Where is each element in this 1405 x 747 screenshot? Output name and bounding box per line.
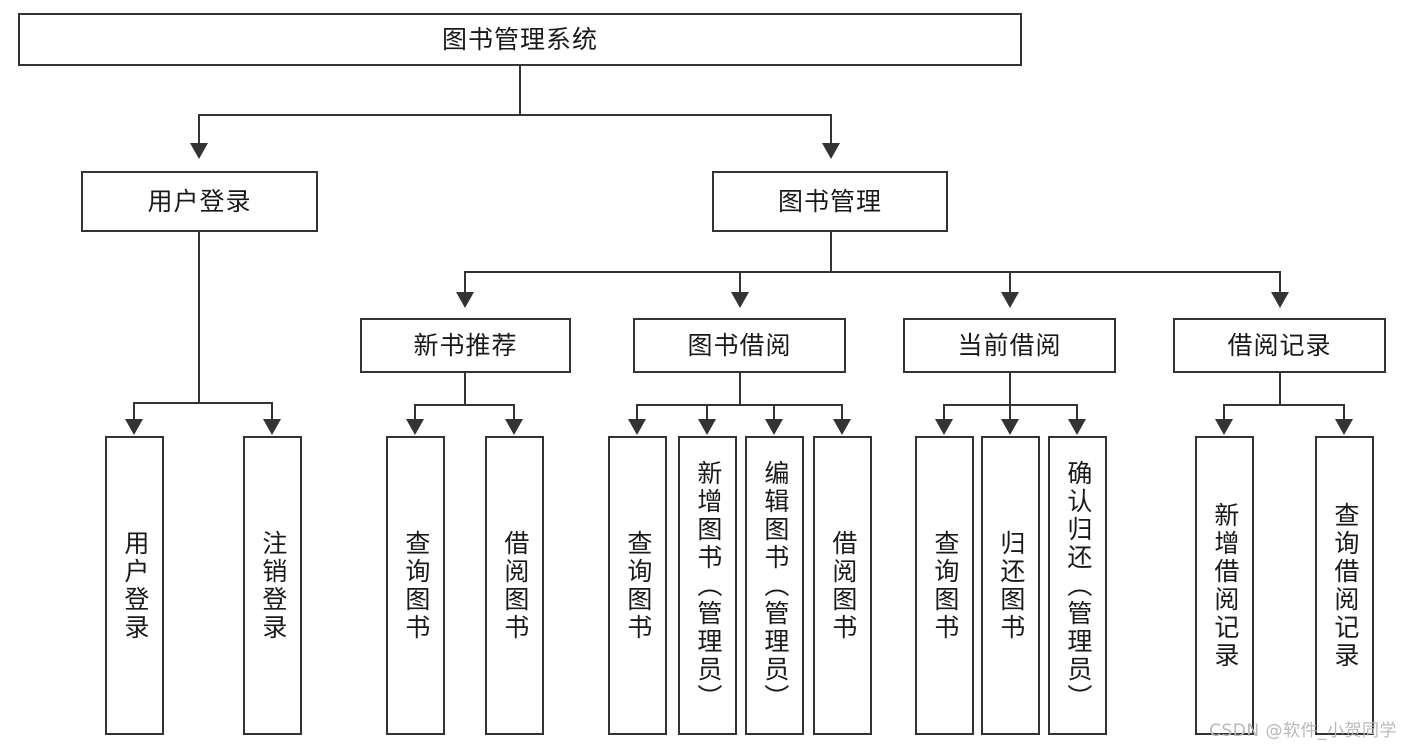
watermark-text: CSDN @软件_小贺同学 <box>1209 721 1397 741</box>
leaf-bb-edit-book-admin[interactable]: 编辑图书（管理员） <box>745 436 804 735</box>
node-label: 确认归还（管理员） <box>1063 459 1093 712</box>
edge-user-login-stem <box>198 232 200 403</box>
leaf-nbr-query-book[interactable]: 查询图书 <box>386 436 445 735</box>
arrowhead-br-leaf-1 <box>1215 419 1233 435</box>
arrowhead-book-borrow <box>731 292 749 308</box>
node-label: 查询借阅记录 <box>1330 501 1360 670</box>
leaf-br-query-record[interactable]: 查询借阅记录 <box>1315 436 1374 735</box>
edge-bb-drop-1 <box>636 404 638 420</box>
arrowhead-leaf-user-login <box>125 419 143 435</box>
edge-level3-bus <box>464 271 1280 273</box>
leaf-bb-query-book[interactable]: 查询图书 <box>608 436 667 735</box>
edge-book-management-stem <box>830 232 832 272</box>
node-label: 编辑图书（管理员） <box>760 459 790 712</box>
arrowhead-bb-leaf-4 <box>833 419 851 435</box>
edge-root-to-user-login <box>198 114 200 144</box>
edge-current-borrow-stem <box>1009 373 1011 405</box>
edge-root-stem <box>519 66 521 115</box>
edge-cb-drop-1 <box>943 404 945 420</box>
arrowhead-nbr-leaf-1 <box>406 419 424 435</box>
edge-root-bus <box>198 114 832 116</box>
arrowhead-cb-leaf-2 <box>1001 419 1019 435</box>
arrowhead-bb-leaf-3 <box>765 419 783 435</box>
node-root-book-management-system[interactable]: 图书管理系统 <box>18 13 1022 66</box>
node-label: 图书管理系统 <box>441 24 598 54</box>
node-label: 查询图书 <box>401 529 431 642</box>
edge-drop-borrow-record <box>1279 271 1281 293</box>
arrowhead-cb-leaf-1 <box>935 419 953 435</box>
edge-borrow-record-stem <box>1279 373 1281 405</box>
edge-bb-drop-3 <box>773 404 775 420</box>
node-label: 借阅记录 <box>1227 330 1332 360</box>
node-new-book-recommend[interactable]: 新书推荐 <box>360 318 571 373</box>
leaf-bb-borrow-book[interactable]: 借阅图书 <box>813 436 872 735</box>
node-book-management[interactable]: 图书管理 <box>712 171 948 232</box>
edge-user-login-drop-1 <box>133 402 135 420</box>
arrowhead-bb-leaf-1 <box>628 419 646 435</box>
leaf-bb-add-book-admin[interactable]: 新增图书（管理员） <box>678 436 737 735</box>
node-current-borrow[interactable]: 当前借阅 <box>903 318 1116 373</box>
node-label: 查询图书 <box>930 529 960 642</box>
arrowhead-br-leaf-2 <box>1335 419 1353 435</box>
node-label: 新书推荐 <box>413 330 518 360</box>
leaf-cb-confirm-return-admin[interactable]: 确认归还（管理员） <box>1048 436 1107 735</box>
node-label: 用户登录 <box>147 186 252 216</box>
arrowhead-leaf-logout <box>263 419 281 435</box>
edge-user-login-bus <box>133 402 271 404</box>
edge-root-to-book-management <box>830 114 832 144</box>
node-label: 图书管理 <box>777 186 882 216</box>
arrowhead-book-management <box>822 143 840 159</box>
edge-br-drop-2 <box>1343 404 1345 420</box>
node-label: 借阅图书 <box>828 529 858 642</box>
node-label: 新增图书（管理员） <box>693 459 723 712</box>
edge-nbr-drop-2 <box>513 404 515 420</box>
node-label: 新增借阅记录 <box>1210 501 1240 670</box>
node-user-login[interactable]: 用户登录 <box>81 171 318 232</box>
edge-book-borrow-stem <box>739 373 741 405</box>
leaf-cb-return-book[interactable]: 归还图书 <box>981 436 1040 735</box>
arrowhead-nbr-leaf-2 <box>505 419 523 435</box>
edge-drop-new-book-recommend <box>464 271 466 293</box>
node-label: 借阅图书 <box>500 529 530 642</box>
edge-new-book-recommend-bus <box>414 404 514 406</box>
node-label: 查询图书 <box>623 529 653 642</box>
node-borrow-record[interactable]: 借阅记录 <box>1173 318 1386 373</box>
leaf-user-login[interactable]: 用户登录 <box>105 436 164 735</box>
node-label: 当前借阅 <box>957 330 1062 360</box>
edge-drop-current-borrow <box>1009 271 1011 293</box>
node-label: 归还图书 <box>996 529 1026 642</box>
edge-br-drop-1 <box>1223 404 1225 420</box>
edge-cb-drop-3 <box>1076 404 1078 420</box>
arrowhead-cb-leaf-3 <box>1068 419 1086 435</box>
edge-new-book-recommend-stem <box>464 373 466 405</box>
arrowhead-bb-leaf-2 <box>698 419 716 435</box>
arrowhead-current-borrow <box>1001 292 1019 308</box>
edge-cb-drop-2 <box>1009 404 1011 420</box>
edge-book-borrow-bus <box>636 404 842 406</box>
node-label: 注销登录 <box>258 529 288 642</box>
edge-bb-drop-2 <box>706 404 708 420</box>
arrowhead-new-book-recommend <box>456 292 474 308</box>
leaf-br-add-record[interactable]: 新增借阅记录 <box>1195 436 1254 735</box>
leaf-nbr-borrow-book[interactable]: 借阅图书 <box>485 436 544 735</box>
edge-nbr-drop-1 <box>414 404 416 420</box>
edge-user-login-drop-2 <box>271 402 273 420</box>
leaf-logout[interactable]: 注销登录 <box>243 436 302 735</box>
node-book-borrow[interactable]: 图书借阅 <box>633 318 846 373</box>
leaf-cb-query-book[interactable]: 查询图书 <box>915 436 974 735</box>
edge-borrow-record-bus <box>1223 404 1345 406</box>
edge-drop-book-borrow <box>739 271 741 293</box>
arrowhead-borrow-record <box>1271 292 1289 308</box>
node-label: 用户登录 <box>120 529 150 642</box>
node-label: 图书借阅 <box>687 330 792 360</box>
edge-bb-drop-4 <box>841 404 843 420</box>
arrowhead-user-login <box>190 143 208 159</box>
